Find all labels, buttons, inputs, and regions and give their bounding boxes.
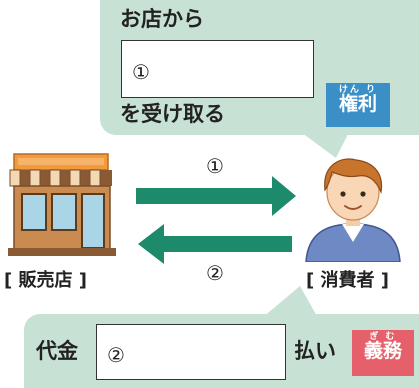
arrow-right-label: ① — [206, 154, 224, 178]
rights-bubble-line1: お店から — [120, 7, 204, 31]
rights-answer-box: ① — [121, 40, 314, 98]
rights-tag-word: 権利 — [338, 93, 377, 115]
obligation-bubble-tail — [262, 286, 318, 318]
obligation-tag-word: 義務 — [363, 340, 402, 362]
obligation-tag-ruby: ぎ む — [369, 332, 397, 342]
obligation-tag: ぎ む 義務 — [352, 330, 414, 376]
rights-bubble-tail — [298, 130, 350, 158]
store-illustration — [8, 153, 116, 256]
store-label: [ 販売店 ] — [4, 270, 87, 291]
obligation-answer-box: ② — [96, 324, 286, 380]
rights-tag-ruby: けん り — [338, 85, 378, 95]
consumer-label: [ 消費者 ] — [306, 270, 389, 291]
arrow-left-label: ② — [206, 261, 224, 285]
obligation-answer-number: ② — [107, 343, 125, 367]
arrow-left — [138, 224, 292, 264]
arrow-right — [136, 176, 296, 216]
obligation-trail: 払い — [294, 339, 336, 363]
rights-tag: けん り 権利 — [326, 83, 390, 127]
rights-bubble-line2: を受け取る — [120, 102, 225, 126]
rights-answer-number: ① — [132, 60, 150, 84]
obligation-lead: 代金 — [36, 339, 78, 363]
consumer-illustration — [305, 158, 401, 262]
